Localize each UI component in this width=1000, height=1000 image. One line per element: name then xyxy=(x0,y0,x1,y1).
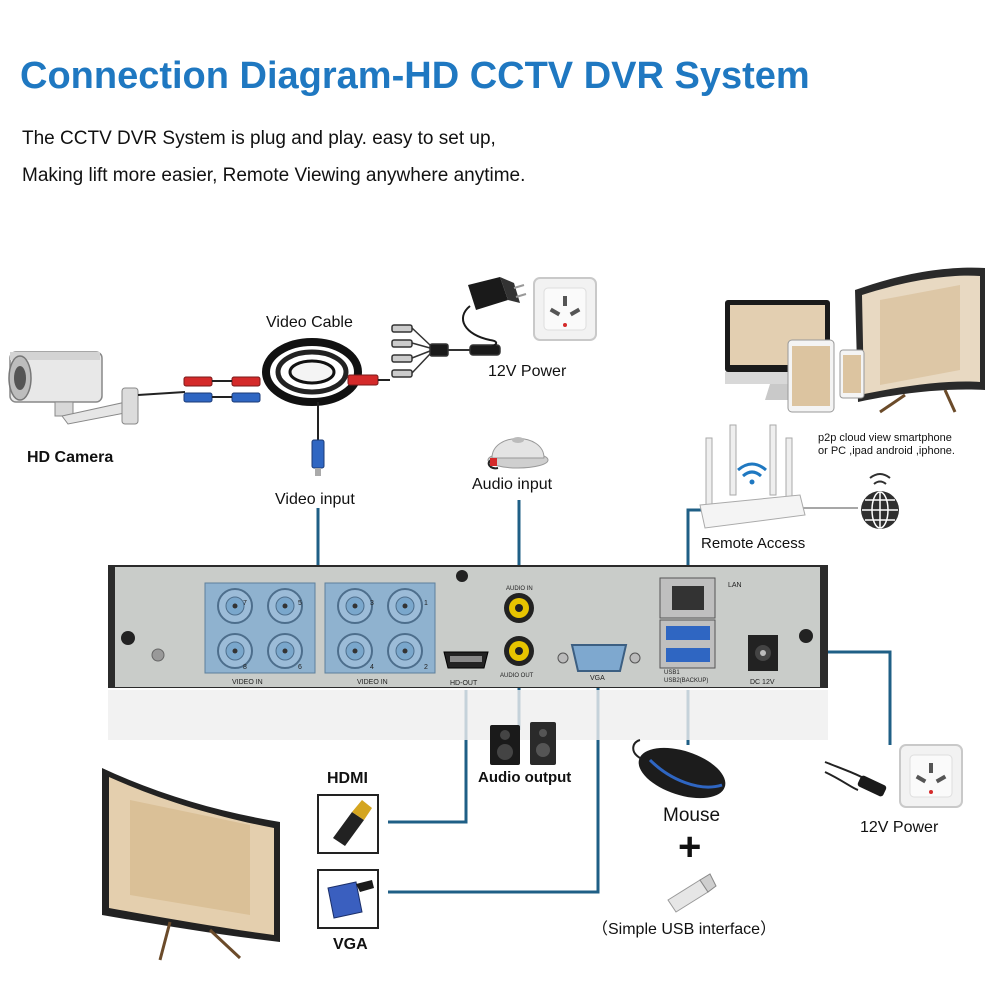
channel-label-5: 5 xyxy=(298,600,302,607)
channel-label-2: 2 xyxy=(424,664,428,671)
power-cable-bottom-icon xyxy=(824,761,887,797)
dvr-hd-out-label: HD-OUT xyxy=(450,680,478,687)
audio-output-label: Audio output xyxy=(478,769,572,786)
hdmi-label: HDMI xyxy=(327,770,368,787)
audio-input-label: Audio input xyxy=(472,476,553,493)
channel-label-7: 7 xyxy=(243,600,247,607)
dvr-lan-label: LAN xyxy=(728,582,742,589)
vga-label: VGA xyxy=(333,936,368,953)
hd-camera-label: HD Camera xyxy=(27,449,114,466)
power-right-label: 12V Power xyxy=(860,819,939,836)
bnc-port-pin xyxy=(282,603,288,609)
hd-camera-icon xyxy=(8,351,139,425)
remote-access-label: Remote Access xyxy=(701,535,806,552)
mouse-label: Mouse xyxy=(663,805,721,826)
plus-sign: + xyxy=(678,825,702,869)
monitor-bottom-icon xyxy=(102,768,280,961)
bnc-port-pin xyxy=(352,648,358,654)
screw-icon xyxy=(456,570,468,582)
bnc-port-pin xyxy=(282,648,288,654)
p2p-label-line-1: p2p cloud view smartphone xyxy=(818,432,952,444)
power-top-label: 12V Power xyxy=(488,363,567,380)
hdmi-cable-icon xyxy=(317,794,379,854)
bnc-port-pin xyxy=(232,648,238,654)
video-cable-label: Video Cable xyxy=(266,314,353,331)
intro-line-2: Making lift more easier, Remote Viewing … xyxy=(22,165,526,186)
power-splitter-icon xyxy=(391,324,501,378)
router-icon xyxy=(699,424,806,529)
usb-stick-icon xyxy=(667,873,717,913)
bnc-port-pin xyxy=(402,648,408,654)
dvr-audio-in-label: AUDIO IN xyxy=(506,586,533,592)
ground-screw-icon xyxy=(151,648,165,662)
video-input-label: Video input xyxy=(275,491,355,508)
dvr-vga-label: VGA xyxy=(590,675,605,682)
vga-line xyxy=(388,675,600,894)
bnc-port-pin xyxy=(402,603,408,609)
power-adapter-icon xyxy=(461,277,527,351)
mouse-icon xyxy=(632,739,726,799)
dvr-dc12v-label: DC 12V xyxy=(750,679,775,686)
dvr-usb2-label: USB2(BACKUP) xyxy=(664,678,709,684)
wifi-icon xyxy=(737,462,767,485)
bnc-port-pin xyxy=(232,603,238,609)
dvr-video-in-label-1: VIDEO IN xyxy=(232,679,263,686)
p2p-label-line-2: or PC ,ipad android ,iphone. xyxy=(818,445,955,457)
screw-icon xyxy=(121,631,135,645)
microphone-icon xyxy=(487,437,549,470)
dvr-video-in-label-2: VIDEO IN xyxy=(357,679,388,686)
dvr-ports xyxy=(443,577,778,672)
wall-socket-bottom-icon xyxy=(899,744,963,808)
channel-label-4: 4 xyxy=(370,664,374,671)
remote-devices-icon xyxy=(725,267,985,414)
usb-interface-label: （Simple USB interface） xyxy=(592,921,777,938)
channel-label-6: 6 xyxy=(298,664,302,671)
screw-icon xyxy=(799,629,813,643)
intro-line-1: The CCTV DVR System is plug and play. ea… xyxy=(22,128,496,149)
camera-connectors xyxy=(183,376,261,403)
vga-cable-icon xyxy=(317,869,379,929)
channel-label-1: 1 xyxy=(424,600,428,607)
dvr-usb1-label: USB1 xyxy=(664,670,680,676)
globe-icon xyxy=(861,473,899,529)
bnc-connectors xyxy=(217,588,423,669)
video-cable-coil-icon xyxy=(262,338,390,476)
channel-label-8: 8 xyxy=(243,664,247,671)
wall-socket-top-icon xyxy=(533,277,597,341)
bnc-port-pin xyxy=(352,603,358,609)
channel-label-3: 3 xyxy=(370,600,374,607)
dvr-audio-out-label: AUDIO OUT xyxy=(500,673,534,679)
speakers-icon xyxy=(490,722,556,765)
page-title: Connection Diagram-HD CCTV DVR System xyxy=(20,55,810,97)
